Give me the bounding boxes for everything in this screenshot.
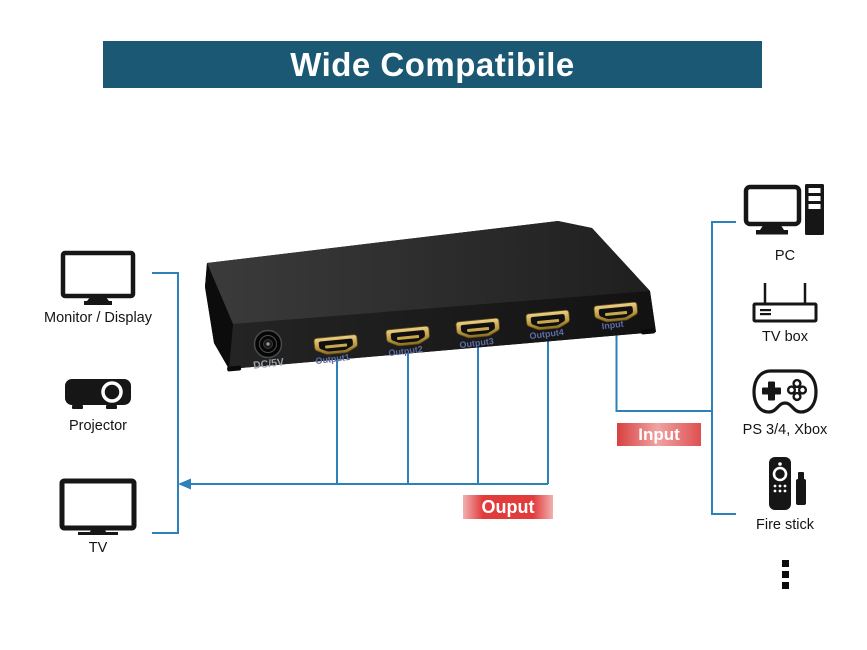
right-bracket-line bbox=[711, 221, 736, 515]
tv-box-icon bbox=[752, 283, 818, 323]
pc-icon bbox=[743, 184, 824, 235]
device-foot-left bbox=[227, 365, 242, 372]
port-label-input: Input bbox=[601, 319, 624, 332]
left-bracket-line bbox=[152, 272, 179, 534]
port-label-output3: Output3 bbox=[459, 336, 494, 350]
output-badge: Ouput bbox=[463, 495, 553, 519]
tv-box-label: TV box bbox=[762, 329, 808, 345]
dc-port-label: DC/5V bbox=[253, 356, 285, 372]
port-label-output2: Output2 bbox=[388, 344, 423, 358]
port-label-output4: Output4 bbox=[529, 327, 564, 341]
projector-label: Projector bbox=[68, 418, 128, 434]
monitor-icon bbox=[60, 250, 136, 305]
hdmi-port-input bbox=[593, 301, 638, 323]
tv-label: TV bbox=[88, 540, 108, 556]
pc-label: PC bbox=[774, 248, 796, 264]
source-device-game-console: PS 3/4, Xbox bbox=[718, 366, 852, 438]
page-title: Wide Compatibile bbox=[290, 45, 575, 83]
title-banner: Wide Compatibile bbox=[103, 41, 762, 88]
output-badge-text: Ouput bbox=[481, 496, 535, 517]
connector-lines bbox=[152, 221, 736, 534]
fire-stick-label: Fire stick bbox=[756, 517, 814, 533]
ellipsis-dot bbox=[782, 571, 789, 578]
sink-device-monitor: Monitor / Display bbox=[28, 250, 168, 326]
hdmi-splitter-device: DC/5V bbox=[205, 221, 656, 372]
hdmi-port-output4 bbox=[525, 309, 570, 331]
game-console-label: PS 3/4, Xbox bbox=[742, 422, 828, 438]
input-badge-text: Input bbox=[638, 424, 680, 444]
tv-icon bbox=[59, 478, 137, 535]
projector-icon bbox=[65, 379, 131, 409]
device-left-face bbox=[205, 263, 233, 369]
sink-device-tv: TV bbox=[28, 478, 168, 556]
source-device-tv-box: TV box bbox=[730, 281, 840, 345]
hdmi-port-output1 bbox=[313, 334, 358, 355]
device-top-face bbox=[207, 221, 650, 324]
ellipsis-dot bbox=[782, 560, 789, 567]
input-badge: Input bbox=[617, 423, 701, 446]
port-label-output1: Output1 bbox=[315, 352, 350, 366]
game-controller-icon bbox=[752, 369, 818, 414]
input-feed-line bbox=[615, 318, 712, 412]
monitor-label: Monitor / Display bbox=[44, 310, 152, 326]
dc-power-jack bbox=[253, 329, 283, 359]
device-foot-right bbox=[641, 328, 656, 335]
fire-stick-icon bbox=[769, 457, 806, 510]
source-device-fire-stick: Fire stick bbox=[730, 455, 840, 533]
hdmi-port-output2 bbox=[385, 325, 430, 347]
sink-device-projector: Projector bbox=[28, 374, 168, 434]
output-arrow-icon bbox=[178, 478, 191, 490]
source-device-pc: PC bbox=[730, 182, 840, 264]
hdmi-port-output3 bbox=[455, 317, 500, 339]
ellipsis-dot bbox=[782, 582, 789, 589]
